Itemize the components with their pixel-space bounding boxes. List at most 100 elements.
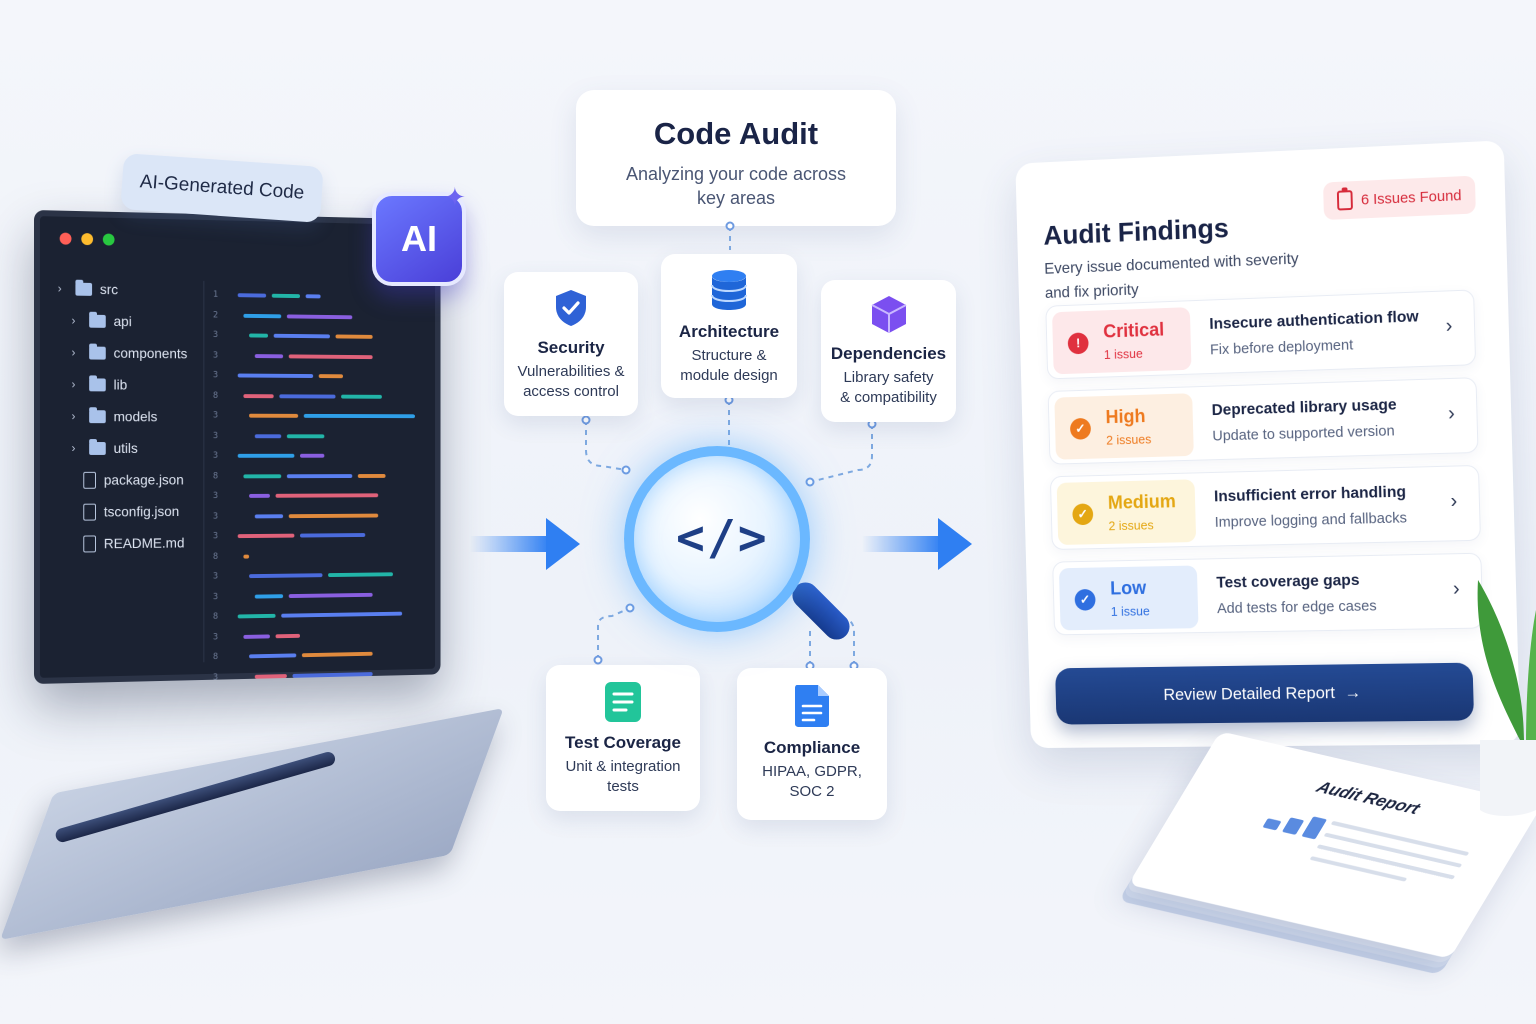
code-token — [287, 434, 324, 438]
line-number: 3 — [213, 491, 226, 501]
severity-name: Critical — [1103, 320, 1164, 344]
line-number: 3 — [213, 592, 226, 602]
code-line: 3 — [213, 345, 437, 367]
arrow-right-icon — [470, 512, 582, 576]
finding-row-critical[interactable]: !Critical1 issueInsecure authentication … — [1045, 289, 1476, 379]
maximize-dot[interactable] — [103, 233, 115, 245]
findings-title: Audit Findings — [1043, 212, 1229, 251]
code-token — [341, 394, 382, 398]
severity-icon: ✓ — [1070, 418, 1091, 440]
tree-item[interactable]: ›lib — [58, 368, 213, 401]
code-line: 3 — [213, 426, 437, 446]
tree-item-label: package.json — [104, 472, 184, 488]
line-number: 1 — [213, 290, 226, 300]
code-line: 3 — [213, 446, 437, 466]
finding-desc: Update to supported version — [1212, 422, 1395, 444]
tree-item-label: api — [114, 313, 132, 329]
close-dot[interactable] — [60, 233, 72, 245]
code-line: 3 — [213, 325, 437, 347]
tree-item[interactable]: ›src — [58, 272, 213, 306]
chevron-right-icon[interactable]: › — [1448, 403, 1455, 426]
folder-icon — [89, 314, 106, 327]
tree-item-label: tsconfig.json — [104, 503, 179, 519]
severity-name: High — [1105, 406, 1145, 429]
code-line: 8 — [213, 386, 437, 407]
shield-check-icon — [553, 288, 589, 328]
chevron-right-icon[interactable]: › — [58, 281, 68, 295]
folder-icon — [89, 442, 106, 455]
dependencies-card[interactable]: Dependencies Library safety & compatibil… — [821, 280, 956, 422]
severity-count: 2 issues — [1106, 432, 1151, 448]
arrow-right-icon — [862, 512, 974, 576]
code-token — [328, 573, 393, 578]
chevron-right-icon[interactable]: › — [1453, 578, 1460, 601]
architecture-card[interactable]: Architecture Structure & module design — [661, 254, 797, 398]
chevron-right-icon[interactable]: › — [1445, 315, 1452, 338]
audit-subtitle: Analyzing your code across key areas — [576, 162, 896, 210]
code-token — [249, 654, 296, 659]
compliance-card[interactable]: Compliance HIPAA, GDPR, SOC 2 — [737, 668, 887, 820]
code-token — [274, 334, 330, 339]
code-token — [238, 614, 276, 619]
finding-row-high[interactable]: ✓High2 issuesDeprecated library usageUpd… — [1048, 377, 1479, 465]
code-token — [249, 494, 270, 498]
line-number: 3 — [213, 572, 226, 582]
test-coverage-card[interactable]: Test Coverage Unit & integration tests — [546, 665, 700, 811]
severity-name: Medium — [1108, 492, 1177, 515]
code-token — [300, 454, 324, 458]
finding-title: Test coverage gaps — [1216, 572, 1360, 592]
chevron-right-icon[interactable]: › — [1450, 490, 1457, 513]
clipboard-icon — [1337, 190, 1353, 210]
file-icon — [794, 684, 830, 728]
code-token — [319, 374, 343, 378]
finding-desc: Improve logging and fallbacks — [1215, 510, 1408, 531]
tree-item-label: components — [114, 345, 188, 362]
code-token — [249, 573, 322, 578]
chevron-right-icon[interactable]: › — [71, 345, 81, 359]
tree-item[interactable]: › components — [58, 336, 213, 369]
line-number: 8 — [213, 652, 226, 662]
line-number: 3 — [213, 532, 226, 542]
severity-badge: !Critical1 issue — [1052, 307, 1191, 374]
audit-findings-panel: Audit Findings Every issue documented wi… — [1015, 140, 1520, 748]
security-card[interactable]: Security Vulnerabilities & access contro… — [504, 272, 638, 416]
minimize-dot[interactable] — [81, 233, 93, 245]
dependencies-desc-2: & compatibility — [821, 388, 956, 408]
tree-item[interactable]: package.json — [58, 464, 213, 496]
review-report-button[interactable]: Review Detailed Report → — [1055, 663, 1474, 725]
review-report-label: Review Detailed Report — [1163, 683, 1335, 705]
severity-icon: ✓ — [1072, 503, 1093, 525]
code-token — [358, 474, 386, 478]
code-token — [255, 354, 283, 358]
arrow-right-icon: → — [1344, 683, 1361, 703]
line-number: 8 — [213, 471, 226, 481]
code-token — [243, 474, 281, 478]
finding-row-medium[interactable]: ✓Medium2 issuesInsufficient error handli… — [1050, 465, 1481, 550]
file-icon — [83, 471, 96, 488]
line-number: 3 — [213, 371, 226, 381]
editor-divider — [203, 281, 204, 662]
issues-found-badge[interactable]: 6 Issues Found — [1323, 176, 1475, 220]
tree-item[interactable]: › api — [58, 304, 213, 338]
severity-count: 1 issue — [1104, 346, 1143, 362]
tree-item[interactable]: ›utils — [58, 432, 213, 464]
chevron-right-icon[interactable]: › — [71, 441, 81, 455]
report-title: Audit Report — [1312, 778, 1423, 819]
tree-item[interactable]: README.md — [58, 527, 213, 560]
line-number: 8 — [213, 391, 226, 401]
finding-row-low[interactable]: ✓Low1 issueTest coverage gapsAdd tests f… — [1052, 553, 1483, 636]
severity-name: Low — [1110, 578, 1146, 600]
tree-item[interactable]: ›models — [58, 400, 213, 432]
code-token — [238, 454, 295, 458]
line-number: 3 — [213, 431, 226, 441]
code-token — [300, 533, 365, 537]
code-token — [255, 514, 283, 518]
chevron-right-icon[interactable]: › — [71, 314, 81, 328]
code-token — [243, 634, 270, 638]
file-icon — [83, 503, 96, 520]
tree-item[interactable]: tsconfig.json — [58, 495, 213, 528]
chevron-right-icon[interactable]: › — [71, 409, 81, 423]
line-number: 3 — [213, 451, 226, 461]
code-token — [243, 314, 281, 318]
chevron-right-icon[interactable]: › — [71, 377, 81, 391]
